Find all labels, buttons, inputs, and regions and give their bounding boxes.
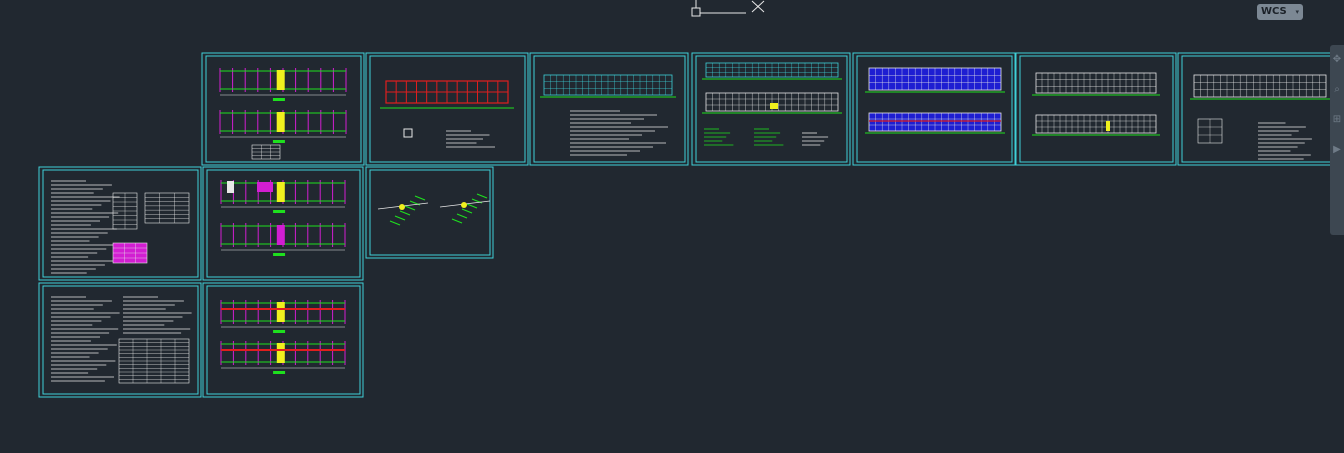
drawing-sheet-sheet-r1-1[interactable] (201, 52, 365, 166)
drawing-sheet-sheet-r1-6[interactable] (1015, 52, 1177, 166)
drawing-sheet-sheet-r3-2[interactable] (202, 282, 364, 398)
drawing-sheet-sheet-r3-1[interactable] (38, 282, 202, 398)
drawing-sheet-sheet-r2-3[interactable] (365, 166, 494, 259)
drawing-sheet-sheet-r1-2[interactable] (365, 52, 529, 166)
drawing-sheet-sheet-r2-2[interactable] (202, 166, 364, 281)
orbit-icon[interactable]: ⊞ (1332, 114, 1342, 125)
wcs-dropdown[interactable]: WCS ▾ (1257, 4, 1303, 20)
drawing-sheet-sheet-r1-7[interactable] (1177, 52, 1337, 166)
zoom-icon[interactable]: ⌕ (1334, 84, 1340, 95)
drawing-sheet-sheet-r2-1[interactable] (38, 166, 202, 281)
wcs-label: WCS (1261, 6, 1287, 17)
pan-icon[interactable]: ✥ (1332, 54, 1342, 65)
drawing-sheet-sheet-r1-4[interactable] (691, 52, 851, 166)
showmotion-icon[interactable]: ▶ (1333, 144, 1341, 155)
chevron-down-icon: ▾ (1295, 8, 1299, 16)
ucs-axis-icon (691, 0, 765, 17)
drawing-sheet-sheet-r1-3[interactable] (529, 52, 689, 166)
drawing-sheet-sheet-r1-5[interactable] (852, 52, 1016, 166)
navigation-bar[interactable]: ✥ ⌕ ⊞ ▶ (1330, 45, 1344, 235)
